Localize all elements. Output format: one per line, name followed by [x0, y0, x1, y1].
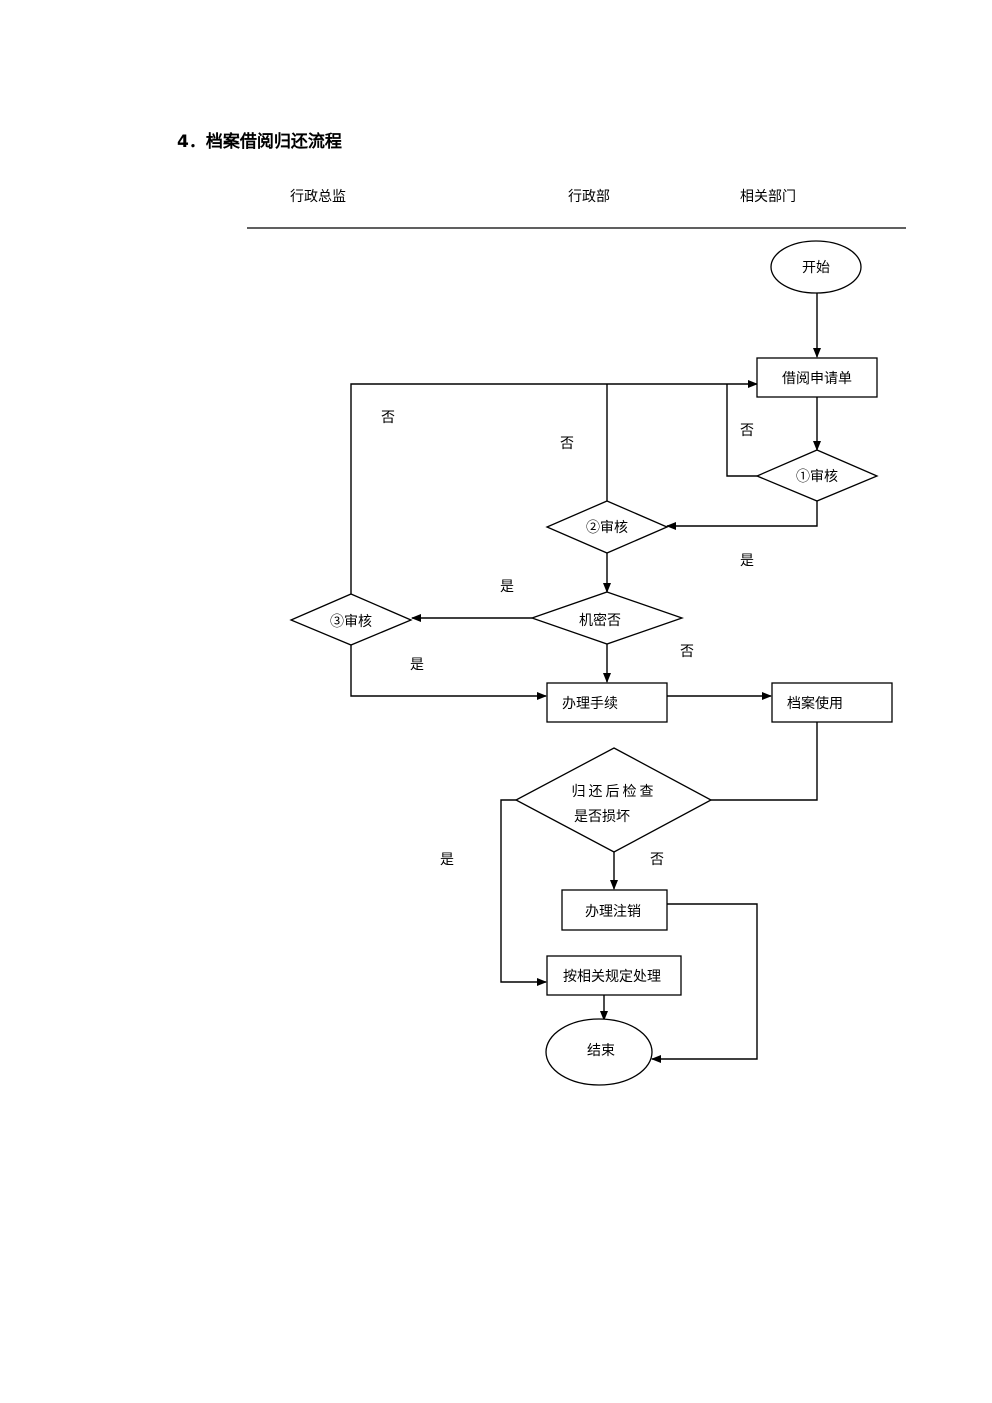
node-end: 结束: [545, 1018, 653, 1086]
node-review2-label: ②审核: [586, 520, 628, 536]
node-start: 开始: [770, 240, 862, 294]
node-review1-label: ①审核: [796, 469, 838, 485]
edge-review1-to-review2: [666, 500, 818, 530]
edge-label-check-yes: 是: [440, 852, 454, 868]
node-procedure-label: 办理手续: [562, 695, 618, 712]
edge-check-yes: [500, 799, 547, 986]
edge-review3-no-back: [350, 380, 758, 594]
edge-cancel-to-end: [651, 903, 758, 1063]
node-check-label-line2: 是否损坏: [574, 809, 630, 825]
node-confidential-label: 机密否: [579, 612, 621, 629]
node-handle-label: 按相关规定处理: [563, 969, 661, 985]
edge-use-to-check: [711, 722, 818, 801]
edge-label-review3-yes: 是: [410, 657, 424, 673]
lane-header-related-dept: 相关部门: [740, 189, 796, 205]
node-apply-label: 借阅申请单: [782, 371, 852, 387]
edges: [350, 293, 821, 1063]
node-review2: ②审核: [545, 500, 669, 554]
node-end-label: 结束: [587, 1043, 615, 1059]
node-review1: ①审核: [755, 449, 879, 502]
edge-label-confidential-yes: 是: [500, 579, 514, 595]
edge-label-review2-no: 否: [560, 436, 574, 452]
edge-label-confidential-no: 否: [680, 644, 694, 660]
node-start-label: 开始: [802, 260, 830, 276]
edge-label-check-no: 否: [650, 852, 664, 868]
node-use: 档案使用: [771, 682, 893, 723]
node-review3: ③审核: [289, 593, 413, 646]
node-check-label-line1: 归还后检查: [572, 783, 657, 800]
node-cancel-label: 办理注销: [585, 904, 641, 920]
node-handle: 按相关规定处理: [546, 955, 682, 996]
lane-header-admin-director: 行政总监: [290, 189, 346, 205]
lane-header-admin-dept: 行政部: [568, 189, 610, 205]
node-procedure: 办理手续: [546, 682, 668, 723]
node-confidential: 机密否: [530, 591, 684, 645]
edge-label-review1-yes: 是: [740, 553, 754, 569]
node-check: 归还后检查 是否损坏: [514, 747, 713, 853]
node-cancel: 办理注销: [561, 889, 668, 931]
page-title: 4．档案借阅归还流程: [177, 132, 342, 152]
edge-label-review1-no: 否: [740, 423, 754, 439]
edge-review1-no-back: [726, 384, 757, 477]
edge-review3-yes: [350, 644, 547, 700]
edge-label-review3-no: 否: [381, 410, 395, 426]
node-apply: 借阅申请单: [756, 357, 878, 398]
node-use-label: 档案使用: [787, 695, 843, 712]
node-review3-label: ③审核: [330, 614, 372, 630]
